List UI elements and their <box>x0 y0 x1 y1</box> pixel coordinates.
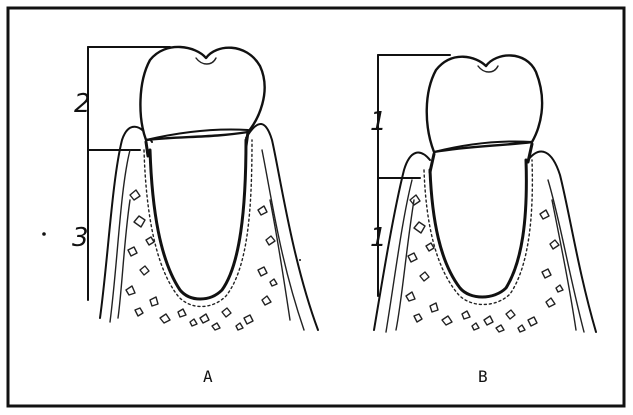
panel-b-root-ligament <box>430 160 526 297</box>
panel-b-root-surface <box>424 160 532 305</box>
panel-a-root-surface <box>144 140 252 307</box>
panel-a: 2 3 <box>72 47 318 386</box>
panel-b-tooth-crown <box>427 55 542 152</box>
panel-b-label-crown-ratio: 1 <box>370 107 387 137</box>
panel-a-label-crown-ratio: 2 <box>74 89 91 119</box>
panel-b-label-root-ratio: 1 <box>370 223 387 253</box>
panel-a-tooth-crown <box>140 47 264 140</box>
panel-b: 1 1 <box>370 55 596 386</box>
panel-a-caption: A <box>203 367 213 386</box>
ink-speck <box>42 232 46 236</box>
panel-a-alveolar-bone <box>118 190 290 330</box>
panel-b-alveolar-bone <box>396 195 576 332</box>
panel-a-label-root-ratio: 3 <box>72 223 89 253</box>
ink-speck <box>299 259 301 261</box>
panel-a-root-ligament <box>150 140 246 299</box>
panel-b-caption: B <box>478 367 488 386</box>
